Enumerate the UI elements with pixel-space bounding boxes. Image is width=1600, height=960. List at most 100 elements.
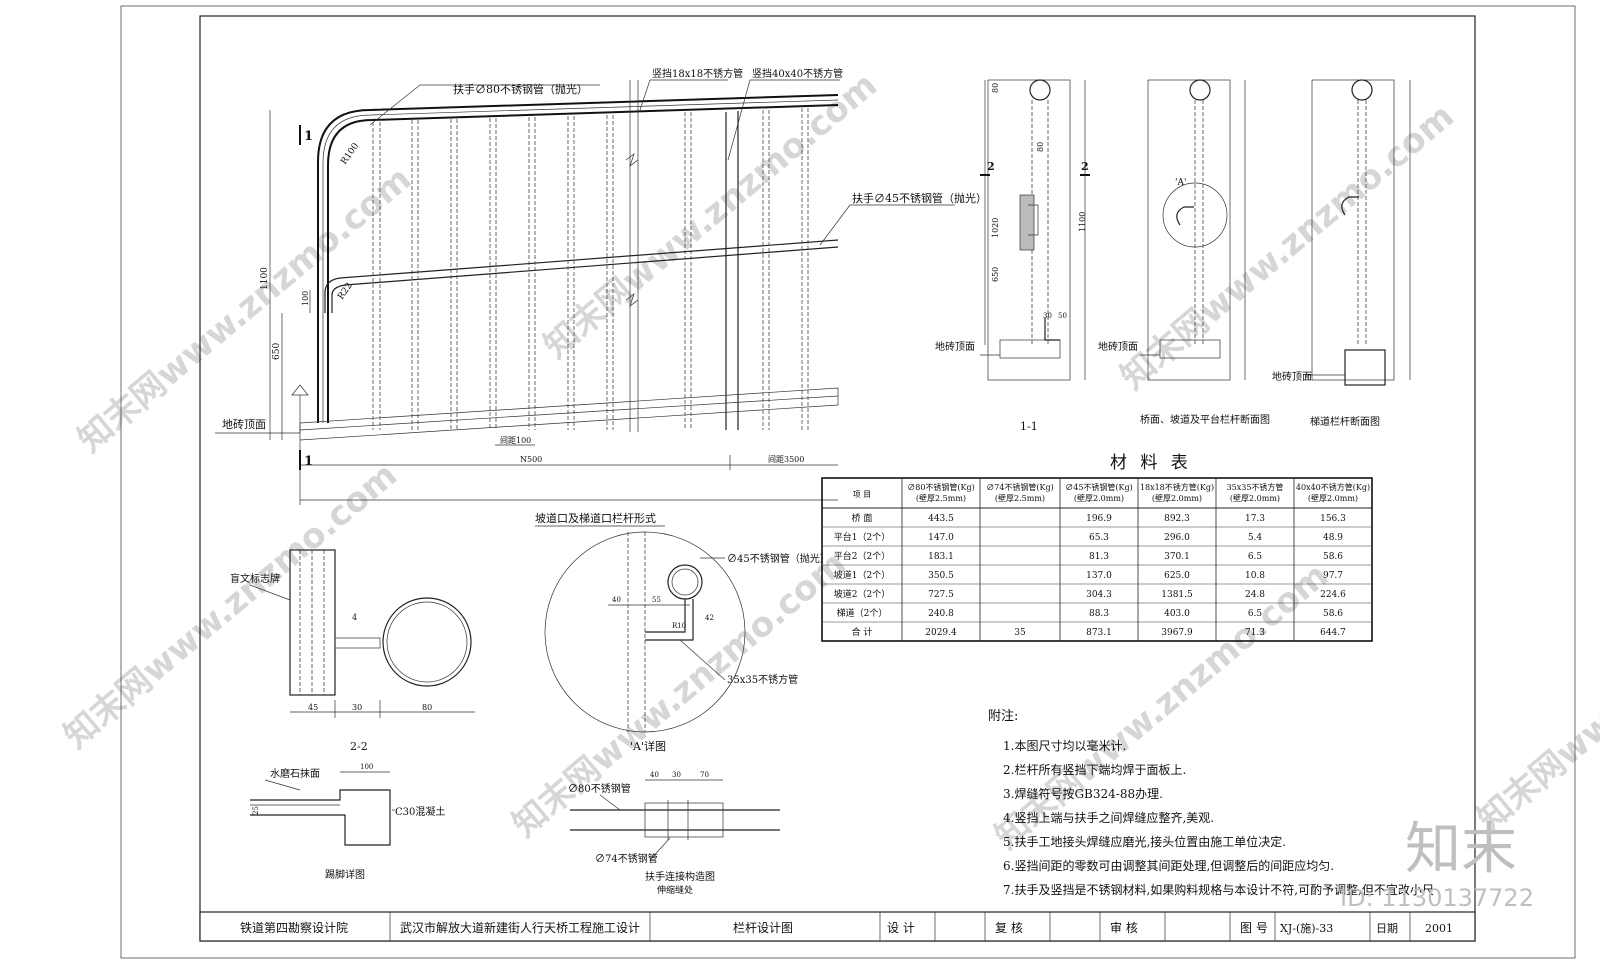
table-header-cell: (壁厚2.5mm) [916, 493, 966, 503]
joint-74-label: ∅74不锈钢管 [595, 852, 658, 865]
dim-s1-50: 50 [1058, 312, 1067, 320]
table-cell: 727.5 [928, 590, 954, 600]
kick-top-label: 水磨石抹面 [270, 767, 320, 780]
dim-kick-100: 100 [360, 763, 373, 771]
title-review-label: 审 核 [1110, 920, 1138, 935]
dim-22-45: 45 [308, 703, 318, 712]
joint-80-label: ∅80不锈钢管 [568, 782, 631, 795]
table-cell: 97.7 [1323, 571, 1343, 581]
table-cell: 443.5 [928, 514, 954, 524]
joint-detail-subtitle: 伸缩缝处 [657, 884, 693, 896]
table-cell: 137.0 [1086, 571, 1112, 581]
note-item-4: 4.竖挡上端与扶手之间焊缝应整齐,美观. [1003, 810, 1214, 825]
table-header-cell: ∅74不锈钢管(Kg) [986, 482, 1054, 492]
table-row-label: 平台2（2个） [834, 550, 890, 562]
table-cell: 304.3 [1086, 590, 1112, 600]
title-drawing: 栏杆设计图 [733, 920, 793, 935]
table-cell: 196.9 [1086, 514, 1112, 524]
table-header-cell: (壁厚2.0mm) [1152, 493, 1202, 503]
label-post-18: 竖挡18x18不锈方管 [652, 67, 743, 80]
dim-s1-1020: 1020 [991, 218, 1000, 238]
table-cell: 48.9 [1323, 533, 1343, 543]
table-cell: 625.0 [1164, 571, 1190, 581]
table-cell: 88.3 [1089, 609, 1109, 619]
joint-detail-title: 扶手连接构造图 [645, 870, 715, 883]
dim-spacing-3500: 间距3500 [768, 455, 804, 464]
table-cell: 17.3 [1245, 514, 1265, 524]
table-cell: 644.7 [1320, 628, 1346, 638]
table-row-label: 平台1（2个） [834, 531, 890, 543]
kick-detail-title: 踢脚详图 [325, 868, 365, 881]
dim-joint-30: 30 [672, 771, 681, 779]
table-border [821, 477, 1373, 642]
dim-100: 100 [301, 291, 310, 306]
main-drawing-title: 坡道口及梯道口栏杆形式 [535, 511, 656, 525]
dim-n500: N500 [520, 455, 542, 464]
kick-detail [250, 771, 395, 846]
brand-logo: 知末 [1405, 817, 1517, 882]
label-r100: R100 [339, 141, 361, 167]
note-item-1: 1.本图尺寸均以毫米计. [1003, 738, 1126, 753]
braille-sign-label: 盲文标志牌 [230, 572, 280, 585]
detail-a-title: 'A'详图 [630, 739, 666, 753]
dim-s1-80b: 80 [1036, 142, 1045, 152]
label-handrail-80: 扶手∅80不锈钢管（抛光） [453, 82, 588, 96]
section-views [980, 79, 1411, 386]
table-row-label: 坡道1（2个） [834, 569, 890, 581]
table-cell: 403.0 [1164, 609, 1190, 619]
detail-a-square-label: 35x35不锈方管 [727, 673, 798, 686]
table-header-cell: (壁厚2.5mm) [995, 493, 1045, 503]
table-cell: 58.6 [1323, 552, 1343, 562]
table-header-cell: 40x40不锈方管(Kg) [1296, 482, 1370, 492]
table-cell: 370.1 [1164, 552, 1190, 562]
s1-floor-label: 地砖顶面 [935, 340, 975, 353]
section-mark-1-top: 1 [304, 129, 313, 144]
detail-2-2-title: 2-2 [350, 740, 368, 753]
table-cell: 24.8 [1245, 590, 1265, 600]
table-cell: 35 [1014, 628, 1026, 638]
dim-1100: 1100 [260, 267, 270, 290]
dim-a-40: 40 [612, 596, 621, 604]
note-item-3: 3.焊缝符号按GB324-88办理. [1003, 786, 1163, 801]
table-row-label: 梯道（2个） [837, 607, 888, 619]
dim-s1-30: 30 [1043, 312, 1052, 320]
dim-s1-80: 80 [991, 83, 1000, 93]
section-mark-2-right: 2 [1081, 160, 1089, 173]
dim-a-42: 42 [705, 614, 714, 622]
watermark-text: 知末网www.znzmo.com [1470, 538, 1600, 840]
dim-spacing-100: 间距100 [500, 436, 531, 445]
section-mark-1-bottom: 1 [304, 454, 313, 469]
section-bridge-title: 桥面、坡道及平台栏杆断面图 [1140, 413, 1270, 426]
title-check-label: 复 核 [995, 921, 1023, 935]
table-cell: 156.3 [1320, 514, 1346, 524]
note-item-5: 5.扶手工地接头焊缝应磨光,接头位置由施工单位决定. [1003, 834, 1286, 849]
title-drawing-no-label: 图 号 [1240, 921, 1268, 935]
table-cell: 81.3 [1089, 552, 1109, 562]
detail-2-2 [249, 549, 475, 718]
table-header-cell: ∅45不锈钢管(Kg) [1065, 482, 1133, 492]
title-design-label: 设 计 [887, 921, 915, 935]
table-cell: 240.8 [928, 609, 954, 619]
watermark-text: 知末网www.znzmo.com [1113, 96, 1462, 398]
kick-concrete-label: C30混凝土 [395, 805, 445, 818]
detail-a [544, 531, 746, 733]
table-row-label: 桥 面 [852, 512, 873, 524]
detail-a-pipe-label: ∅45不锈钢管（抛光） [727, 552, 830, 565]
label-post-40: 竖挡40x40不锈方管 [752, 67, 843, 80]
weld-22: 4 [352, 613, 357, 622]
s3-floor-label: 地砖顶面 [1272, 370, 1312, 383]
table-cell: 2029.4 [925, 628, 957, 638]
table-cell: 5.4 [1248, 533, 1263, 543]
watermark-text: 知末网www.znzmo.com [536, 65, 885, 367]
table-cell: 6.5 [1248, 552, 1263, 562]
table-cell: 296.0 [1164, 533, 1190, 543]
note-item-7: 7.扶手及竖挡是不锈钢材料,如果购料规格与本设计不符,可酌予调整,但不宜改小尺 [1003, 882, 1434, 897]
title-project: 武汉市解放大道新建街人行天桥工程施工设计 [400, 920, 640, 935]
s2-floor-label: 地砖顶面 [1098, 340, 1138, 353]
table-cell: 147.0 [928, 533, 954, 543]
table-header-cell: (壁厚2.0mm) [1308, 493, 1358, 503]
dim-kick-25: 25 [252, 806, 260, 815]
table-header-cell: ∅80不锈钢管(Kg) [907, 482, 975, 492]
dim-a-55: 55 [652, 596, 661, 604]
